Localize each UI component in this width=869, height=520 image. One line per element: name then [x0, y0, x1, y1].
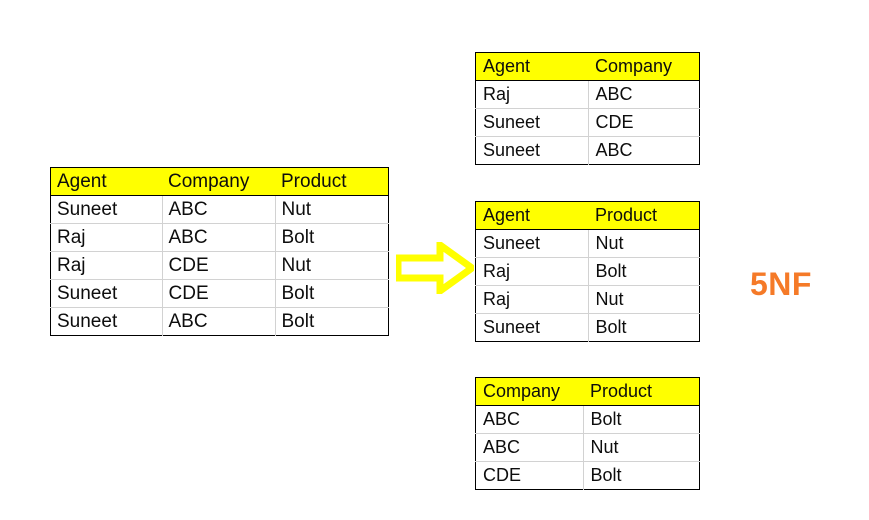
cell-company: ABC: [475, 433, 583, 462]
cell-product: Nut: [582, 433, 700, 462]
cell-product: Bolt: [274, 223, 389, 252]
source-table: Agent Company Product Suneet ABC Nut Raj…: [50, 167, 389, 336]
table-row: ABC Nut: [475, 433, 700, 462]
cell-company: ABC: [483, 409, 521, 429]
normal-form-label: 5NF: [750, 266, 812, 302]
table-row: Raj CDE Nut: [50, 251, 389, 280]
cell-agent: Suneet: [50, 279, 162, 308]
table-row: ABC Bolt: [476, 405, 700, 434]
column-header-agent: Agent: [475, 201, 588, 230]
column-header-product: Product: [275, 167, 389, 196]
table-row: Suneet CDE: [475, 108, 700, 137]
agent-product-table: Agent Product Suneet Nut Raj Bolt Raj Nu…: [475, 201, 700, 342]
cell-agent: Suneet: [57, 199, 118, 220]
table-header-row: Agent Company: [475, 52, 700, 81]
cell-company: ABC: [161, 223, 275, 252]
column-header-product: Product: [588, 201, 700, 230]
table-row: Raj ABC: [476, 80, 700, 109]
column-header-company: Company: [475, 377, 583, 406]
table-row: Raj Bolt: [475, 257, 700, 286]
cell-agent: Raj: [475, 257, 588, 286]
table-row: Suneet Bolt: [475, 313, 700, 342]
cell-agent: Suneet: [475, 108, 588, 137]
cell-agent: Suneet: [50, 307, 162, 336]
cell-agent: Raj: [50, 223, 162, 252]
table-header-row: Agent Company Product: [50, 167, 389, 196]
right-arrow-icon: [396, 242, 474, 294]
cell-product: Nut: [587, 285, 700, 314]
table-row: CDE Bolt: [475, 461, 700, 490]
cell-agent: Raj: [50, 251, 162, 280]
column-header-company: Company: [588, 52, 700, 81]
cell-company: ABC: [161, 195, 275, 224]
cell-company: CDE: [161, 279, 275, 308]
table-row: Raj ABC Bolt: [50, 223, 389, 252]
agent-company-table: Agent Company Raj ABC Suneet CDE Suneet …: [475, 52, 700, 165]
cell-product: Bolt: [587, 313, 700, 342]
table-row: Suneet ABC Bolt: [50, 307, 389, 336]
table-row: Suneet CDE Bolt: [50, 279, 389, 308]
table-row: Suneet Nut: [476, 229, 700, 258]
cell-company: CDE: [587, 108, 700, 137]
company-product-table: Company Product ABC Bolt ABC Nut CDE Bol…: [475, 377, 700, 490]
cell-product: Bolt: [274, 307, 389, 336]
cell-agent: Suneet: [475, 313, 588, 342]
cell-agent: Raj: [483, 84, 511, 104]
cell-agent: Raj: [475, 285, 588, 314]
arrow-shape: [396, 242, 474, 294]
cell-product: Nut: [274, 195, 389, 224]
cell-product: Bolt: [587, 257, 700, 286]
column-header-company: Company: [162, 167, 275, 196]
table-header-row: Agent Product: [475, 201, 700, 230]
column-header-agent: Agent: [475, 52, 588, 81]
table-header-row: Company Product: [475, 377, 700, 406]
cell-company: ABC: [587, 136, 700, 165]
cell-product: Bolt: [582, 405, 700, 434]
column-header-product: Product: [583, 377, 700, 406]
table-row: Suneet ABC Nut: [51, 195, 389, 224]
cell-company: ABC: [587, 80, 700, 109]
cell-product: Bolt: [274, 279, 389, 308]
cell-agent: Suneet: [475, 136, 588, 165]
column-header-agent: Agent: [50, 167, 162, 196]
table-row: Raj Nut: [475, 285, 700, 314]
cell-product: Nut: [274, 251, 389, 280]
cell-product: Nut: [587, 229, 700, 258]
cell-company: CDE: [475, 461, 583, 490]
table-row: Suneet ABC: [475, 136, 700, 165]
cell-company: CDE: [161, 251, 275, 280]
cell-product: Bolt: [582, 461, 700, 490]
cell-company: ABC: [161, 307, 275, 336]
cell-agent: Suneet: [483, 233, 541, 253]
